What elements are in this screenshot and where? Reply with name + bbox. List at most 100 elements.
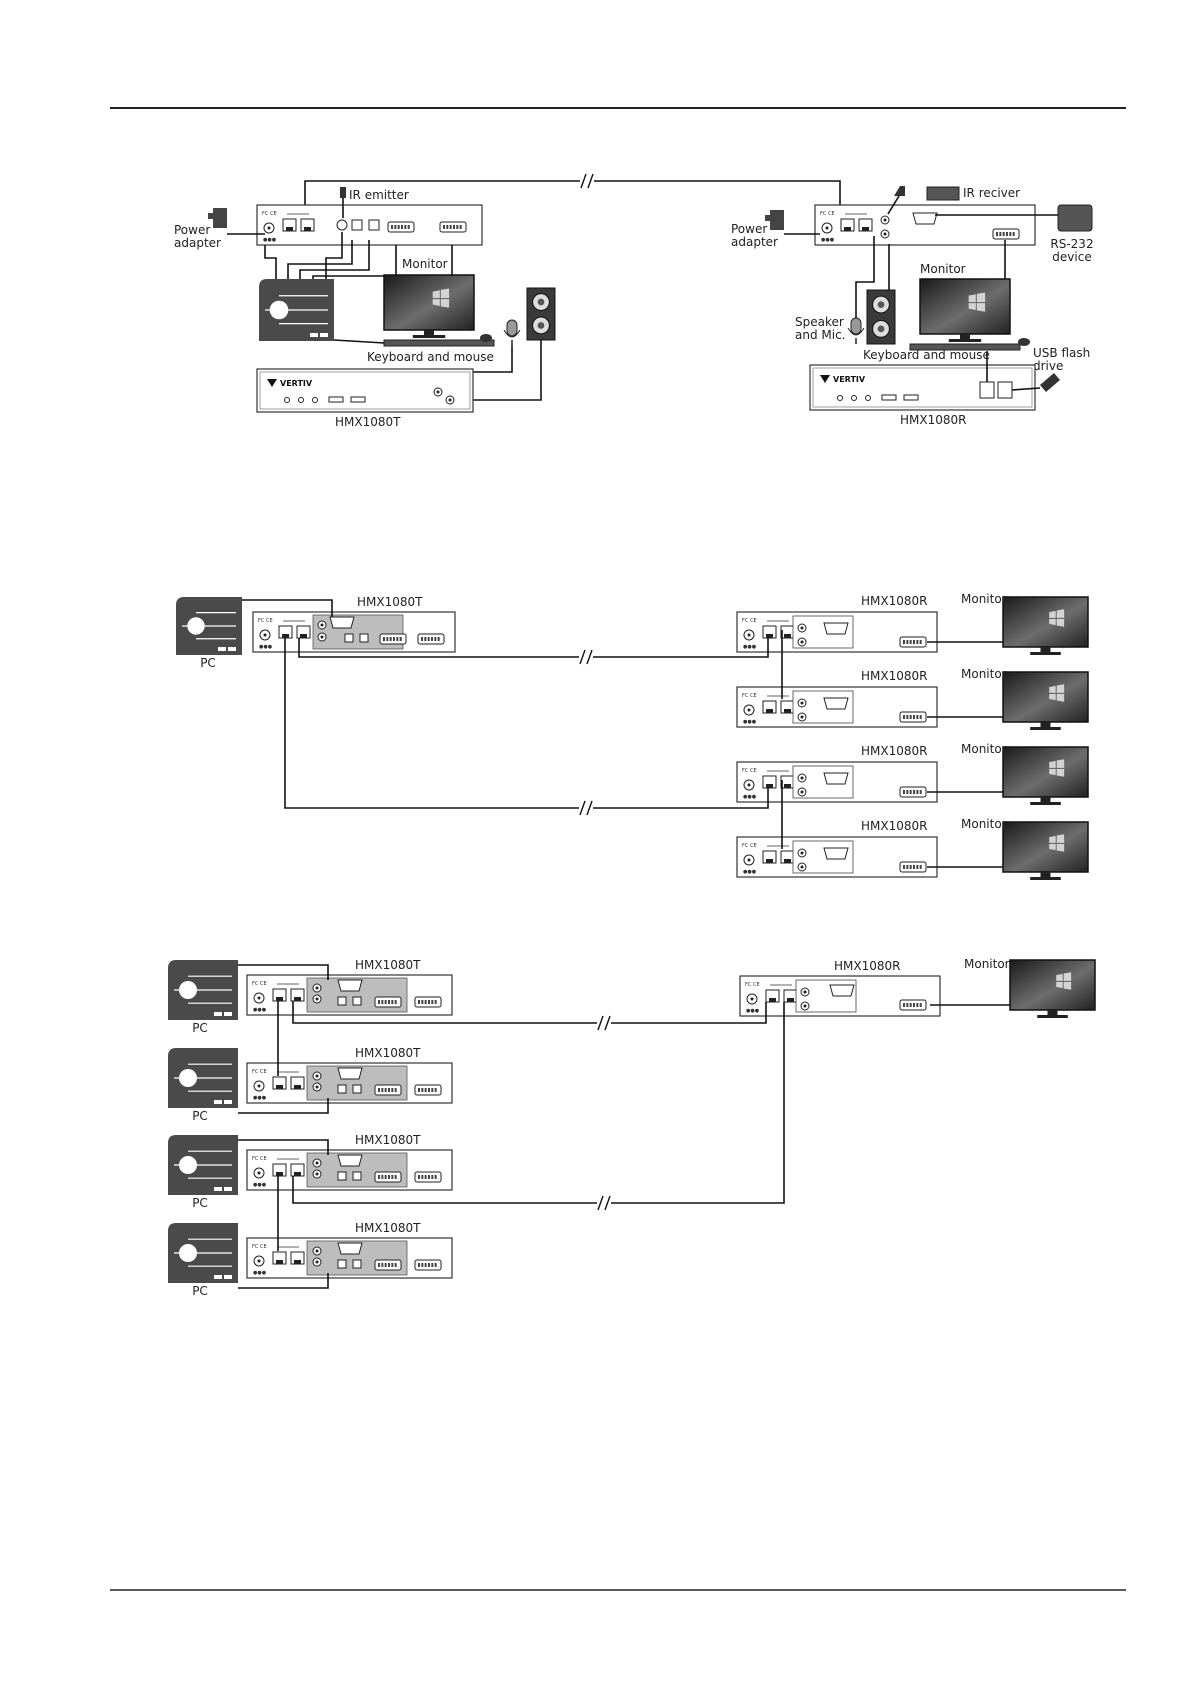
dvi-pin <box>903 790 905 794</box>
dvi-pin <box>388 1088 390 1092</box>
monitor-icon <box>1002 746 1089 805</box>
led-row: ●●● <box>253 1007 267 1013</box>
dvi-pin <box>903 640 905 644</box>
rj45-notch <box>294 997 301 1001</box>
rs232-label: RS-232 <box>1050 237 1093 251</box>
audio-jack-core <box>257 996 261 1000</box>
rj45-notch <box>276 1172 283 1176</box>
dvi-pin <box>909 865 912 869</box>
mic-head <box>850 317 862 335</box>
adapter-plug <box>208 213 213 219</box>
pc-icon <box>168 1223 238 1283</box>
dvi-pin <box>453 225 455 229</box>
dvi-pin <box>906 790 909 794</box>
dvi-pin <box>913 790 915 794</box>
pc-label: PC <box>192 1021 208 1035</box>
dvi-pin <box>381 1088 384 1092</box>
monitor-screen <box>1002 596 1089 648</box>
usb-b-port <box>337 1171 347 1181</box>
monitor-base <box>1037 1015 1068 1018</box>
windows-logo <box>1049 609 1065 627</box>
speaker-mic-label: Speaker <box>795 315 844 329</box>
ce-mark: FC CE <box>742 618 757 624</box>
audio-jack-core <box>800 776 804 780</box>
led-indicator <box>298 397 304 403</box>
dvi-pin <box>428 1175 430 1179</box>
monitor-screen <box>1002 671 1089 723</box>
speaker-core <box>877 301 885 308</box>
windows-logo <box>1049 834 1065 852</box>
dvi-pin <box>418 1263 420 1267</box>
usb-b-port <box>352 1084 362 1094</box>
led-row: ●●● <box>743 719 757 725</box>
dvi-pin <box>397 225 400 229</box>
rj45-notch <box>784 709 791 713</box>
pc-usb <box>228 647 236 651</box>
dvi-pin <box>428 1263 430 1267</box>
power-adapter-label: adapter <box>174 236 221 250</box>
dvi-pin <box>421 1000 424 1004</box>
monitor-icon <box>919 278 1011 342</box>
vertiv-logo: VERTIV <box>833 375 866 384</box>
dvi-pin <box>391 225 393 229</box>
dvi-pin <box>913 640 915 644</box>
rj45-notch <box>276 1260 283 1264</box>
audio-cable <box>450 340 542 401</box>
dvi-pin <box>427 637 430 641</box>
pc-icon <box>168 960 238 1020</box>
led-row: ●●● <box>253 1270 267 1276</box>
usb-cable <box>1011 387 1041 391</box>
led-row: ●●● <box>253 1182 267 1188</box>
keyboard-body <box>383 339 495 347</box>
ce-mark: FC CE <box>252 1069 267 1075</box>
dvi-pin <box>383 637 385 641</box>
audio-jack-core <box>320 623 324 627</box>
keyboard-mouse-label: Keyboard and mouse <box>863 348 990 362</box>
speaker-icon <box>866 289 896 345</box>
link-cable <box>304 180 841 213</box>
pc-cable <box>238 1098 329 1114</box>
pc-power-button <box>179 981 197 999</box>
front-bezel <box>259 371 471 410</box>
break-slash <box>579 649 586 665</box>
dvi-pin <box>999 232 1002 236</box>
rj45-notch <box>787 998 794 1002</box>
audio-jack-core <box>800 790 804 794</box>
audio-jack-core <box>747 783 751 787</box>
rj45-notch <box>276 1085 283 1089</box>
monitor-icon <box>383 274 475 338</box>
rj45-notch <box>769 998 776 1002</box>
dvi-pin <box>996 232 998 236</box>
audio-cable <box>855 236 875 318</box>
ir-emitter-icon <box>340 187 346 198</box>
pc-cable <box>238 964 329 980</box>
cable-break-mark <box>597 1195 611 1211</box>
dvi-pin <box>428 1088 430 1092</box>
audio-jack-core <box>800 865 804 869</box>
dvi-pin <box>391 1175 394 1179</box>
pc-usb <box>218 647 226 651</box>
monitor-neck <box>1040 722 1051 727</box>
usb-drive-label: USB flash <box>1033 346 1090 360</box>
ce-mark: FC CE <box>252 981 267 987</box>
speaker-core <box>537 322 545 329</box>
dvi-pin <box>384 1000 387 1004</box>
pc-icon <box>168 1135 238 1195</box>
power-adapter-label: adapter <box>731 235 778 249</box>
audio-jack-core <box>315 1161 319 1165</box>
dvi-pin <box>1012 232 1015 236</box>
dvi-pin <box>381 1175 384 1179</box>
break-gap <box>579 651 593 663</box>
dvi-pin <box>384 1263 387 1267</box>
ir-receiver-icon <box>894 186 905 196</box>
vertiv-logo: VERTIV <box>280 379 313 388</box>
pc-cable <box>242 599 333 617</box>
dvi-pin <box>909 790 912 794</box>
monitor-neck <box>1040 797 1051 802</box>
rj45-notch <box>784 634 791 638</box>
dvi-pin <box>378 1175 380 1179</box>
keyboard-icon <box>383 339 495 347</box>
monitor-icon <box>1002 821 1089 880</box>
